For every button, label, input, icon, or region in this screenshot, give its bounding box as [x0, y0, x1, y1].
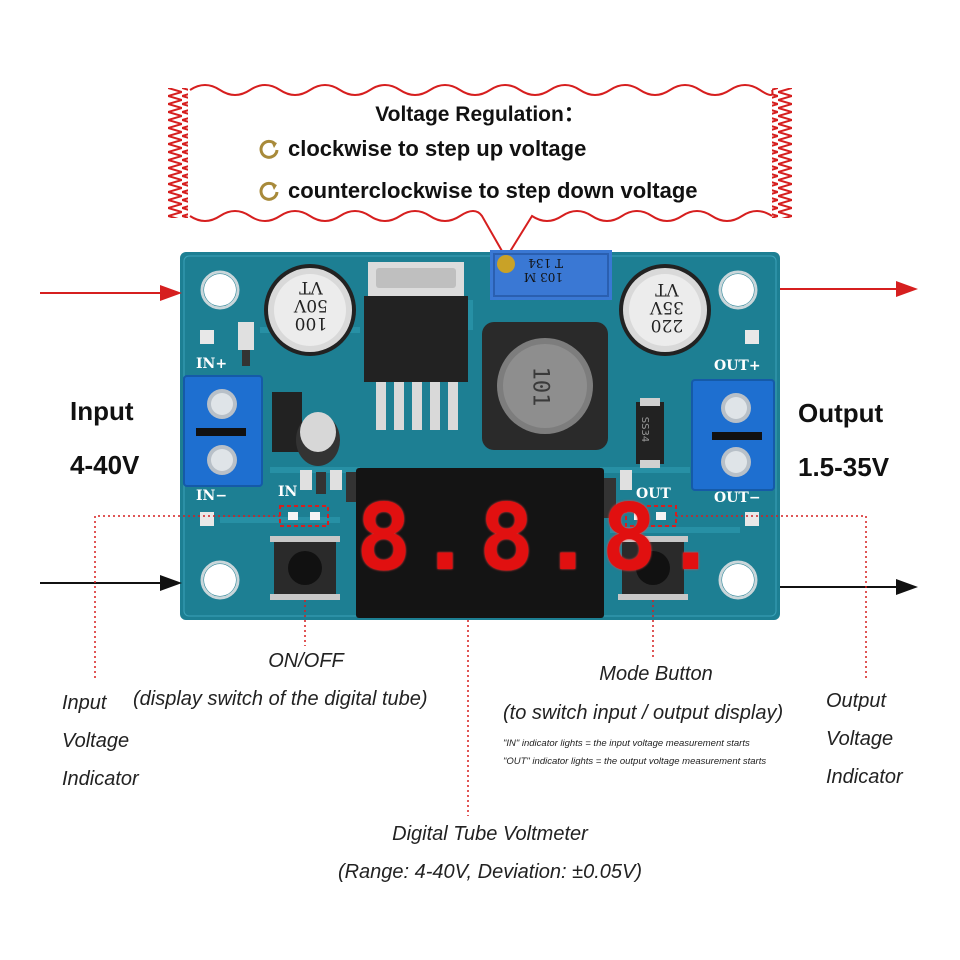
output-title: Output: [798, 398, 884, 428]
output-range: 1.5-35V: [798, 452, 890, 482]
callout-line1: clockwise to step up voltage: [288, 136, 587, 161]
silk-out: OUT: [636, 486, 671, 502]
counterclockwise-arrow-icon: [259, 181, 279, 201]
mounting-holes: [200, 270, 758, 600]
output-terminal: [691, 379, 775, 491]
silk-in: IN: [278, 484, 298, 500]
callout-counterclockwise: counterclockwise to step down voltage: [258, 178, 698, 204]
inductor: [482, 322, 608, 450]
silk-in-minus: IN−: [196, 488, 228, 504]
input-indicator-line1: Input: [62, 692, 107, 714]
potentiometer: [490, 250, 612, 300]
onoff-description: (display switch of the digital tube): [133, 688, 428, 710]
voltmeter-title: Digital Tube Voltmeter: [392, 823, 588, 845]
capacitor-left: [264, 264, 356, 356]
regulator-ic: [364, 262, 468, 430]
input-indicator-line2: Voltage: [62, 730, 130, 752]
out-indicator-note: "OUT" indicator lights = the output volt…: [503, 756, 767, 767]
transistor: [272, 392, 340, 466]
silk-out-plus: OUT+: [714, 358, 761, 374]
onoff-title: ON/OFF: [268, 650, 344, 672]
output-indicator-line2: Voltage: [826, 728, 894, 750]
output-voltage-indicator-label: Output Voltage Indicator: [826, 682, 903, 796]
mode-button-description: (to switch input / output display): [503, 702, 784, 724]
silk-out-minus: OUT−: [714, 490, 761, 506]
mode-button-title: Mode Button: [599, 663, 713, 685]
callout-line2: counterclockwise to step down voltage: [288, 178, 698, 203]
callout-clockwise: clockwise to step up voltage: [258, 136, 586, 162]
capacitor-right: [619, 264, 711, 356]
callout-title: Voltage Regulation：: [375, 103, 585, 126]
input-range: 4-40V: [70, 450, 140, 480]
input-voltage-indicator-label: Input Voltage Indicator: [62, 684, 139, 798]
voltage-regulation-callout: Voltage Regulation： clockwise to step up…: [188, 92, 772, 218]
in-indicator-note: "IN" indicator lights = the input voltag…: [503, 738, 750, 749]
output-indicator-line3: Indicator: [826, 766, 903, 788]
clockwise-arrow-icon: [259, 139, 279, 159]
mode-button-body: [618, 536, 688, 600]
onoff-button-body: [270, 536, 340, 600]
diode: [636, 398, 664, 468]
silk-in-plus: IN+: [196, 356, 228, 372]
input-terminal: [183, 375, 263, 487]
input-indicator-line3: Indicator: [62, 768, 139, 790]
input-title: Input: [70, 396, 134, 426]
output-indicator-line1: Output: [826, 690, 887, 712]
voltmeter-description: (Range: 4-40V, Deviation: ±0.05V): [337, 861, 643, 883]
